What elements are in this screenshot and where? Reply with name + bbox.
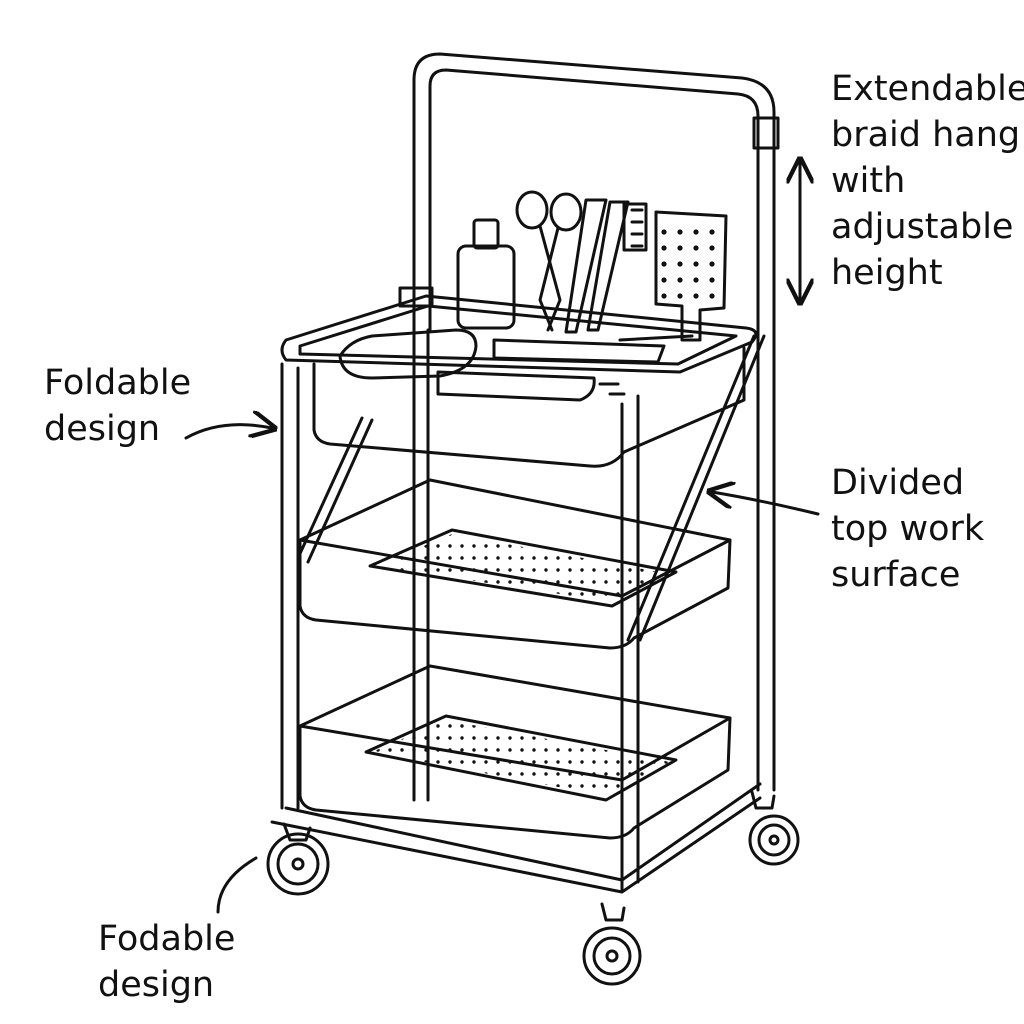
callout-fodable-design: Fodable design [98,916,235,1008]
fodable-bottom-curve [216,856,258,914]
callout-line: Fodable [98,919,236,959]
callout-divided-top-work-surface: Divided top work surface [831,460,984,598]
callout-line: Extendable [831,69,1024,109]
divided-top-arrow [712,492,820,516]
foldable-left-arrow [184,425,272,440]
callout-line: design [98,965,215,1005]
callout-line: braid hang [831,115,1021,155]
callout-line: adjustable [831,207,1014,247]
bottom-basket [298,664,732,840]
callout-line: surface [831,555,961,595]
callout-foldable-design: Foldable design [44,360,191,452]
caster-wheel-icon [582,902,642,986]
middle-basket [298,478,732,650]
cart-frame [270,328,766,894]
callout-line: height [831,253,943,293]
callout-line: top work [831,509,985,549]
bottle-icon [456,218,516,330]
callout-extendable-hanger: Extendable braid hang with adjustable he… [831,66,1024,296]
scissors-icon [515,190,583,332]
caster-wheel-icon [266,822,330,896]
callout-line: with [831,161,906,201]
callout-line: design [44,409,161,449]
perforated-paddle-icon [654,210,728,342]
comb-icon [564,198,648,334]
callout-line: Divided [831,463,965,503]
braid-hanger-handle [398,52,780,792]
callout-line: Foldable [44,363,192,403]
caster-wheel-icon [748,790,800,866]
